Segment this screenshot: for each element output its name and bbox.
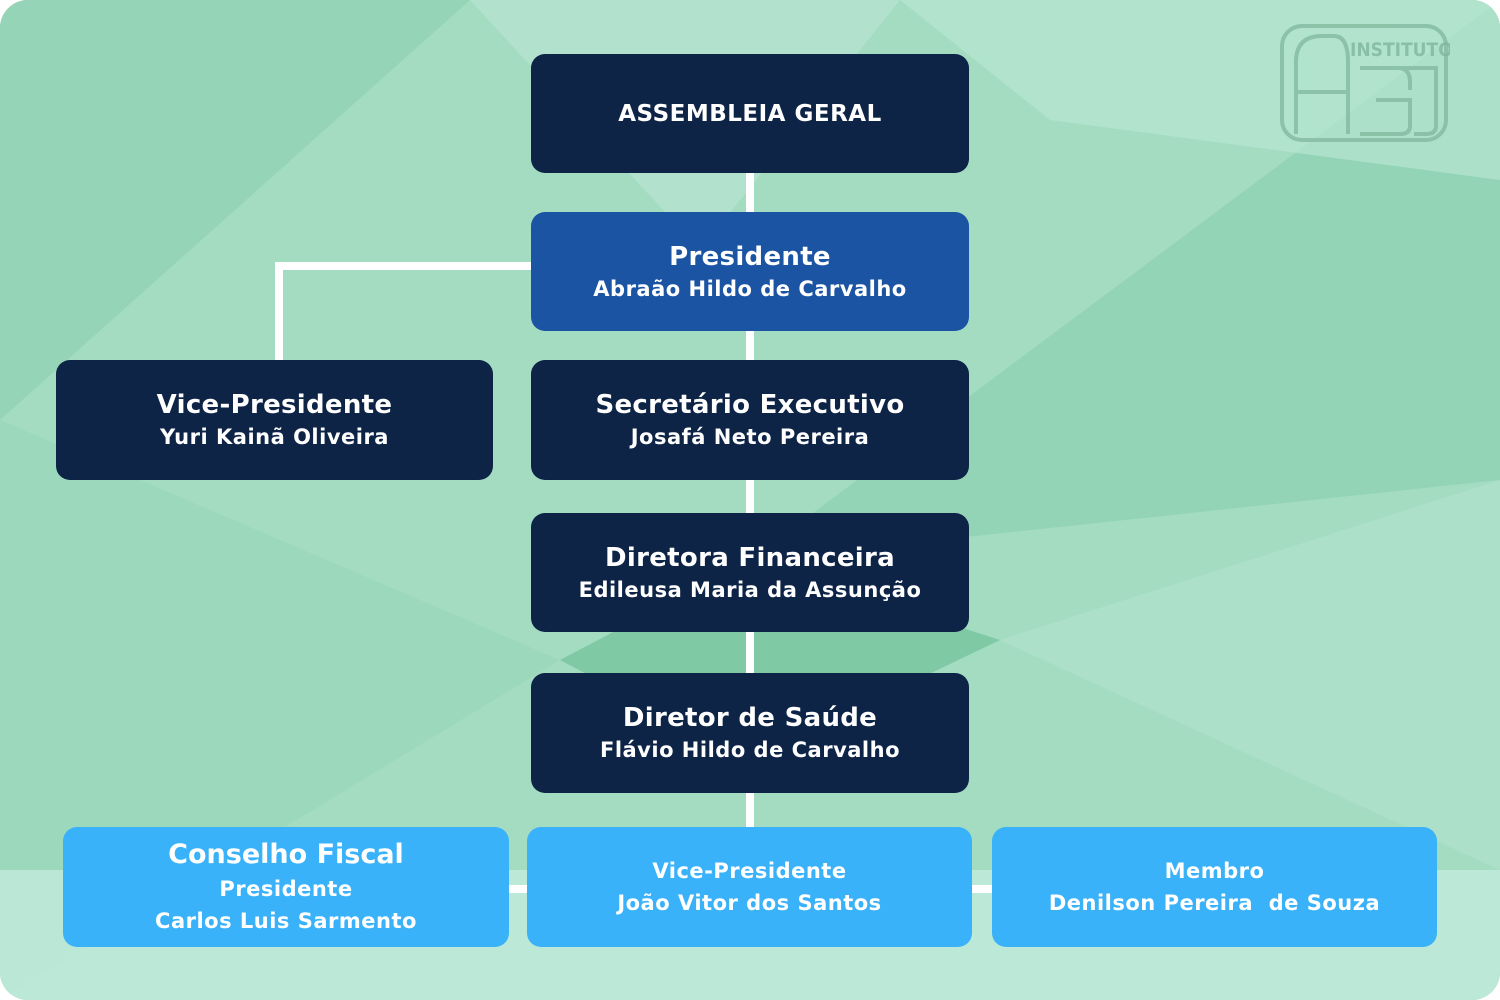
fiscal-council-president-name: Carlos Luis Sarmento xyxy=(155,909,417,933)
assembly-box: ASSEMBLEIA GERAL xyxy=(531,54,969,173)
fiscal-council-president-role: Presidente xyxy=(219,877,353,901)
vice-president-name: Yuri Kainã Oliveira xyxy=(160,425,389,449)
secretary-name: Josafá Neto Pereira xyxy=(630,425,870,449)
secretary-box: Secretário Executivo Josafá Neto Pereira xyxy=(531,360,969,480)
connector-president-vice-vertical xyxy=(275,262,283,362)
fiscal-council-vice-role: Vice-Presidente xyxy=(652,859,847,883)
fiscal-council-title: Conselho Fiscal xyxy=(168,839,404,870)
fiscal-council-vice-name: João Vitor dos Santos xyxy=(617,891,882,915)
connector-president-vice-horizontal xyxy=(275,262,533,270)
connector-president-secretary xyxy=(746,329,754,362)
vice-president-box: Vice-Presidente Yuri Kainã Oliveira xyxy=(56,360,493,480)
fiscal-council-member-name: Denilson Pereira de Souza xyxy=(1048,891,1381,915)
secretary-role: Secretário Executivo xyxy=(595,390,905,420)
president-role: Presidente xyxy=(669,241,831,272)
health-box: Diretor de Saúde Flávio Hildo de Carvalh… xyxy=(531,673,969,793)
finance-name: Edileusa Maria da Assunção xyxy=(578,577,922,602)
health-name: Flávio Hildo de Carvalho xyxy=(599,738,901,762)
president-box: Presidente Abraão Hildo de Carvalho xyxy=(531,212,969,331)
logo-text: INSTITUTO xyxy=(1350,39,1450,61)
connector-secretary-finance xyxy=(746,478,754,515)
fiscal-council-vice-box: Vice-Presidente João Vitor dos Santos xyxy=(527,827,972,947)
instituto-logo: INSTITUTO xyxy=(1280,24,1450,142)
fiscal-council-member-box: Membro Denilson Pereira de Souza xyxy=(992,827,1437,947)
finance-role: Diretora Financeira xyxy=(605,542,895,573)
connector-health-council xyxy=(746,791,754,829)
president-name: Abraão Hildo de Carvalho xyxy=(593,276,907,301)
fiscal-council-member-role: Membro xyxy=(1164,859,1265,883)
connector-assembly-president xyxy=(746,172,754,214)
vice-president-role: Vice-Presidente xyxy=(156,390,393,420)
health-role: Diretor de Saúde xyxy=(622,703,878,733)
connector-council-left xyxy=(506,885,530,893)
connector-council-right xyxy=(970,885,994,893)
assembly-label: ASSEMBLEIA GERAL xyxy=(618,100,882,127)
connector-finance-health xyxy=(746,630,754,675)
fiscal-council-president-box: Conselho Fiscal Presidente Carlos Luis S… xyxy=(63,827,509,947)
finance-box: Diretora Financeira Edileusa Maria da As… xyxy=(531,513,969,632)
